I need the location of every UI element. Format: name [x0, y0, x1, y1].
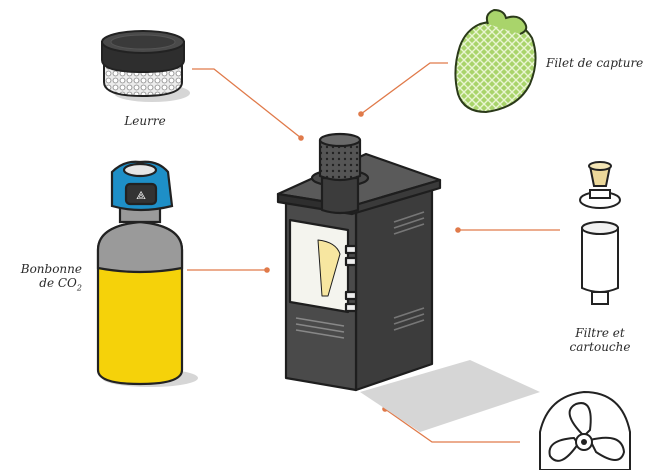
trap-cabinet-icon	[278, 134, 540, 432]
label-capture-net-text: Filet de capture	[546, 56, 643, 70]
label-lure-text: Leurre	[124, 114, 165, 128]
label-co2-bottle-line1: Bonbonne	[4, 262, 82, 276]
leader-dot-lure	[298, 135, 304, 141]
svg-text:⟁: ⟁	[136, 189, 146, 202]
leader-line-net	[361, 63, 448, 114]
leader-dot-bottle	[264, 267, 270, 273]
label-filter-line2: cartouche	[554, 340, 646, 354]
lure-jar-icon	[102, 31, 190, 102]
label-filter: Filtre et cartouche	[554, 326, 646, 354]
co2-bottle-icon: ⟁	[98, 162, 198, 387]
leader-dot-net	[358, 111, 364, 117]
label-capture-net: Filet de capture	[546, 56, 643, 70]
leader-dot-filter	[455, 227, 461, 233]
label-co2-bottle-line2-text: de CO	[39, 276, 77, 290]
label-co2-bottle-line2: de CO2	[4, 276, 82, 295]
filter-cartridge-icon	[580, 162, 620, 304]
label-lure: Leurre	[120, 114, 170, 128]
label-co2-subscript: 2	[77, 283, 82, 292]
label-co2-bottle: Bonbonne de CO2	[4, 262, 82, 295]
fan-icon	[540, 392, 630, 470]
leader-line-lure	[192, 69, 301, 138]
capture-net-icon	[455, 10, 535, 112]
label-filter-line1: Filtre et	[554, 326, 646, 340]
